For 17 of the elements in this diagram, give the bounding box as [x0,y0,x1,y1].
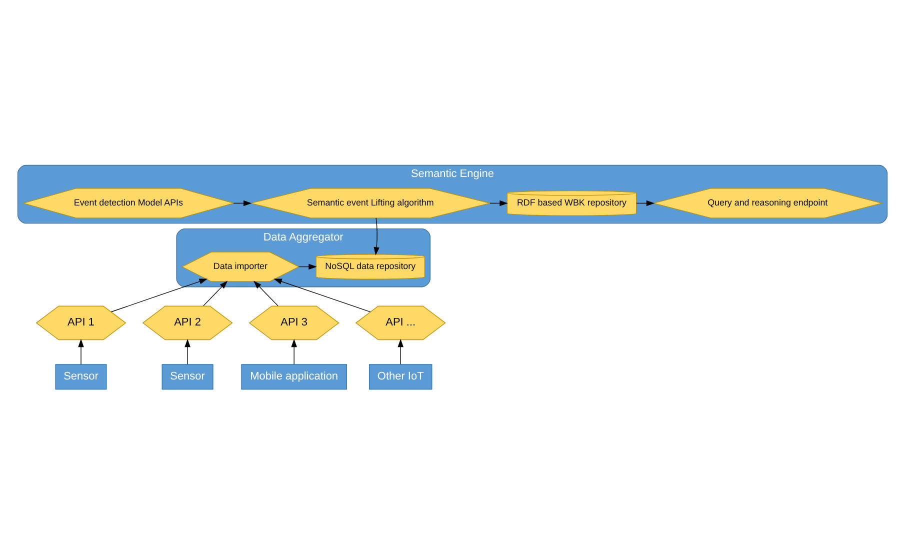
arrow [398,338,404,364]
arrow [253,280,278,306]
arrow [298,263,317,270]
node-box: Sensor [162,364,214,390]
arrow [291,338,297,364]
node-box: Sensor [55,364,107,390]
arrow [184,338,190,364]
arrow [636,200,655,206]
arrow [78,338,84,364]
node-box: Mobile application [241,364,347,390]
arrow [233,200,252,206]
arrow [110,278,208,312]
arrow [490,200,508,206]
arrow [203,280,228,306]
node-box: Other IoT [369,364,432,390]
arrow [274,278,371,312]
arrow [374,217,380,255]
